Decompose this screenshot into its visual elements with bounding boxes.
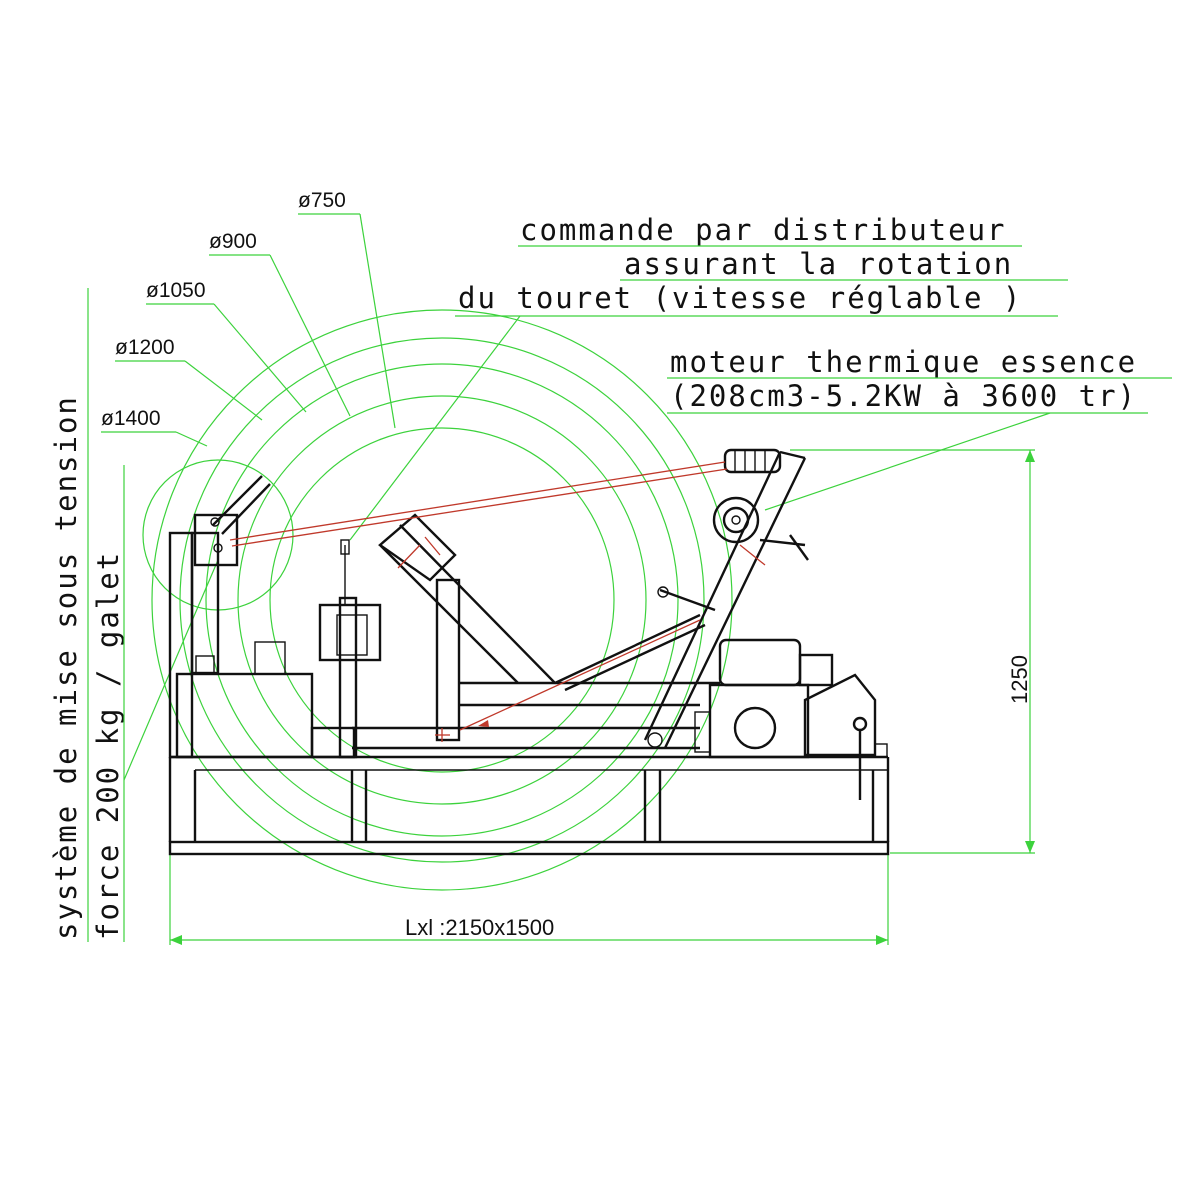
motor-line1: moteur thermique essence: [670, 345, 1137, 379]
height-label: 1250: [1007, 655, 1032, 704]
circle-900: [237, 395, 647, 805]
diameter-labels: ø750 ø900 ø1050 ø1200 ø1400: [101, 189, 396, 447]
label-d1050: ø1050: [146, 279, 206, 302]
tension-line2: force 200 kg / galet: [91, 551, 125, 940]
circle-750: [269, 427, 615, 773]
distributor-line2: assurant la rotation: [624, 247, 1013, 281]
circle-1400: [151, 309, 733, 891]
circle-1050: [205, 363, 679, 837]
distributor-line1: commande par distributeur: [520, 213, 1007, 247]
motor-line2: (208cm3-5.2KW à 3600 tr): [670, 379, 1137, 413]
tension-line1: système de mise sous tension: [49, 395, 83, 940]
label-d900: ø900: [209, 230, 257, 253]
distributor-callout: commande par distributeur assurant la ro…: [349, 213, 1068, 541]
height-dimension: 1250: [790, 449, 1035, 854]
cable-and-markers: [229, 461, 766, 742]
machine-frame: [168, 448, 890, 856]
motor-callout: moteur thermique essence (208cm3-5.2KW à…: [667, 345, 1172, 511]
label-d1200: ø1200: [115, 336, 175, 359]
footprint-dimension: Lxl :2150x1500: [169, 855, 889, 945]
label-d1400: ø1400: [101, 407, 161, 430]
drum-diameter-circles: [142, 309, 733, 891]
footprint-label: Lxl :2150x1500: [405, 915, 554, 940]
label-d750: ø750: [298, 189, 346, 212]
circle-1200: [179, 337, 705, 863]
distributor-line3: du touret (vitesse réglable ): [458, 281, 1022, 315]
tension-callout: système de mise sous tension force 200 k…: [49, 288, 219, 942]
